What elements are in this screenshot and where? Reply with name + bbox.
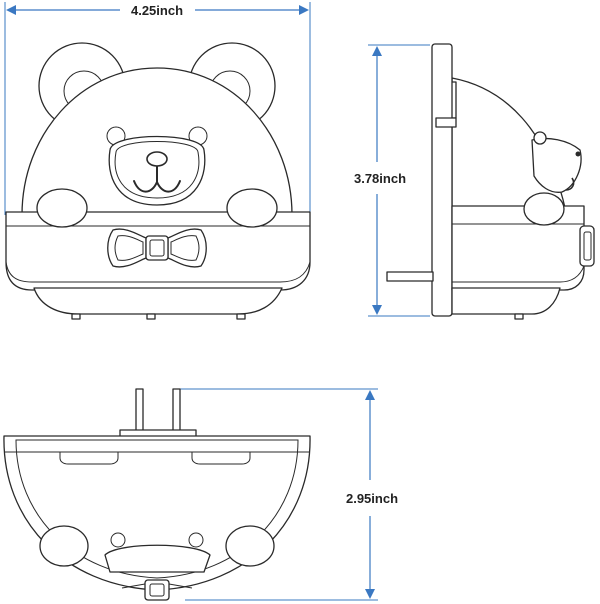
width-dimension: 4.25inch bbox=[4, 2, 311, 215]
top-head bbox=[104, 544, 211, 573]
top-inner-bowl bbox=[15, 439, 299, 579]
depth-label: 2.95inch bbox=[346, 491, 398, 506]
foot-peg-1 bbox=[71, 313, 81, 320]
side-foot-peg bbox=[514, 313, 524, 320]
height-dimension: 3.78inch bbox=[354, 44, 430, 317]
height-arrow-top bbox=[372, 46, 382, 56]
top-slot-2 bbox=[191, 452, 251, 465]
front-view bbox=[5, 42, 311, 320]
top-prong-left bbox=[135, 388, 144, 436]
top-ear-left bbox=[110, 532, 126, 548]
width-label: 4.25inch bbox=[131, 3, 183, 18]
plug-prong bbox=[386, 271, 434, 282]
side-bowl-lower bbox=[452, 265, 585, 283]
side-view bbox=[386, 43, 595, 320]
top-slot-1 bbox=[59, 452, 119, 465]
top-left-paw bbox=[39, 525, 89, 567]
snout-inner bbox=[114, 141, 200, 199]
top-prong-right bbox=[172, 388, 181, 436]
top-ear-right bbox=[188, 532, 204, 548]
back-plate bbox=[431, 43, 453, 317]
top-right-paw bbox=[225, 525, 275, 567]
bow-tie-icon bbox=[107, 228, 207, 268]
right-paw bbox=[226, 188, 278, 228]
width-arrow-left bbox=[6, 5, 16, 15]
foot-peg-2 bbox=[146, 313, 156, 320]
top-bow-knot bbox=[144, 579, 170, 601]
left-paw bbox=[36, 188, 88, 228]
side-snout bbox=[531, 137, 582, 193]
height-label: 3.78inch bbox=[354, 171, 406, 186]
width-arrow-right bbox=[299, 5, 309, 15]
depth-arrow-bottom bbox=[365, 589, 375, 599]
side-mouth bbox=[565, 177, 575, 191]
side-bow-inner bbox=[583, 231, 592, 261]
height-arrow-bottom bbox=[372, 305, 382, 315]
depth-dimension: 2.95inch bbox=[178, 388, 398, 601]
side-snout-ear bbox=[533, 131, 547, 145]
bowl-lower-line bbox=[5, 261, 311, 283]
nose-icon bbox=[146, 151, 168, 167]
depth-arrow-top bbox=[365, 390, 375, 400]
side-foot bbox=[451, 287, 561, 315]
side-nose-icon bbox=[575, 151, 581, 157]
side-bowl bbox=[451, 205, 585, 291]
top-bow-wings bbox=[121, 583, 193, 589]
top-bow-inner bbox=[149, 583, 165, 597]
foot-peg-3 bbox=[236, 313, 246, 320]
side-paw bbox=[523, 192, 565, 226]
back-clip bbox=[435, 117, 457, 128]
bowl-foot bbox=[33, 287, 283, 315]
top-view bbox=[3, 388, 311, 601]
